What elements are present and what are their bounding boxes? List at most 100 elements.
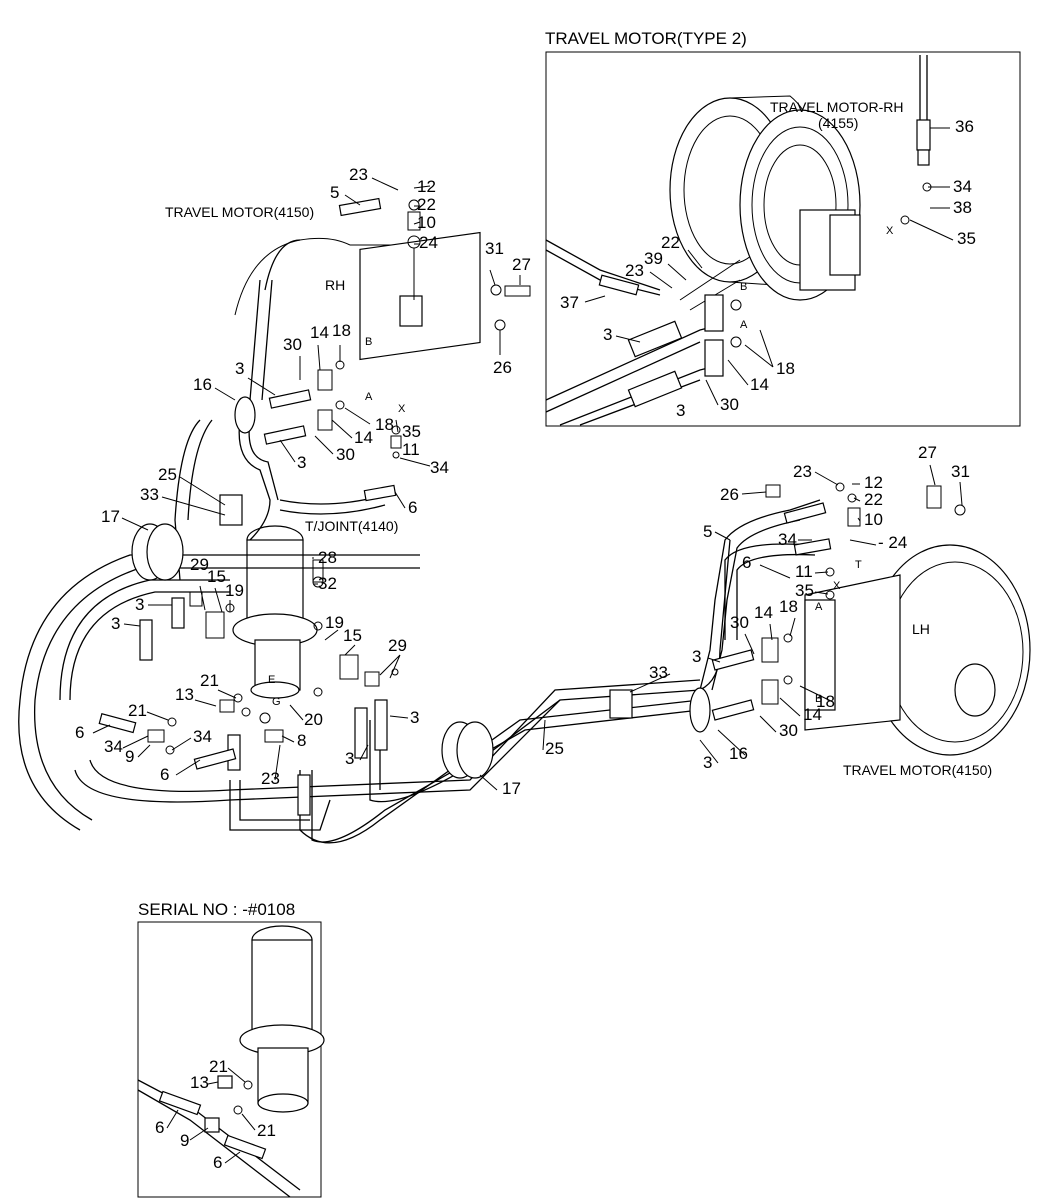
flange-14 xyxy=(704,339,724,377)
svg-text:6: 6 xyxy=(408,498,417,517)
svg-text:35: 35 xyxy=(957,229,976,248)
svg-text:18: 18 xyxy=(776,359,795,378)
svg-text:34: 34 xyxy=(953,177,972,196)
svg-text:A: A xyxy=(815,601,823,613)
svg-text:31: 31 xyxy=(951,462,970,481)
travel-motor-rh-main-caption: TRAVEL MOTOR(4150) xyxy=(165,204,314,220)
clamp-17 xyxy=(441,721,494,779)
svg-text:E: E xyxy=(268,674,275,686)
main-diagram: RH TRAVEL MOTOR(4150) LH TRAVEL MOTOR(41… xyxy=(18,165,1031,844)
svg-text:15: 15 xyxy=(343,626,362,645)
t-joint-caption: T/JOINT(4140) xyxy=(305,518,398,534)
svg-text:G: G xyxy=(272,696,281,708)
svg-text:23: 23 xyxy=(793,462,812,481)
svg-text:26: 26 xyxy=(493,358,512,377)
svg-text:35: 35 xyxy=(795,581,814,600)
svg-text:22: 22 xyxy=(661,233,680,252)
svg-text:20: 20 xyxy=(304,710,323,729)
svg-text:34: 34 xyxy=(104,737,123,756)
type2-panel-title: TRAVEL MOTOR(TYPE 2) xyxy=(545,29,747,48)
svg-text:17: 17 xyxy=(502,779,521,798)
svg-text:9: 9 xyxy=(125,747,134,766)
svg-text:34: 34 xyxy=(778,530,797,549)
hose-fittings xyxy=(98,197,832,816)
svg-text:29: 29 xyxy=(388,636,407,655)
svg-text:T: T xyxy=(855,559,862,571)
svg-text:15: 15 xyxy=(207,567,226,586)
hose-sleeve xyxy=(627,320,683,358)
svg-text:21: 21 xyxy=(128,701,147,720)
svg-text:3: 3 xyxy=(111,614,120,633)
svg-text:17: 17 xyxy=(101,507,120,526)
svg-text:X: X xyxy=(398,403,406,415)
svg-text:14: 14 xyxy=(750,375,769,394)
rh-label: RH xyxy=(325,277,345,293)
svg-text:10: 10 xyxy=(417,213,436,232)
svg-text:14: 14 xyxy=(803,705,822,724)
svg-text:26: 26 xyxy=(720,485,739,504)
svg-text:10: 10 xyxy=(864,510,883,529)
svg-text:33: 33 xyxy=(140,485,159,504)
svg-text:18: 18 xyxy=(779,597,798,616)
svg-text:16: 16 xyxy=(193,375,212,394)
svg-text:22: 22 xyxy=(417,195,436,214)
svg-text:3: 3 xyxy=(235,359,244,378)
type2-panel: TRAVEL MOTOR(TYPE 2) xyxy=(545,29,1021,427)
lh-travel-motor: LH xyxy=(804,544,1031,756)
svg-text:21: 21 xyxy=(209,1057,228,1076)
svg-text:6: 6 xyxy=(155,1118,164,1137)
svg-text:A: A xyxy=(740,319,748,331)
svg-text:30: 30 xyxy=(779,721,798,740)
lh-label: LH xyxy=(912,621,930,637)
svg-text:13: 13 xyxy=(190,1073,209,1092)
svg-text:14: 14 xyxy=(310,323,329,342)
svg-text:A: A xyxy=(365,391,373,403)
svg-text:19: 19 xyxy=(325,613,344,632)
svg-text:21: 21 xyxy=(200,671,219,690)
svg-text:14: 14 xyxy=(354,428,373,447)
svg-text:13: 13 xyxy=(175,685,194,704)
svg-text:18: 18 xyxy=(375,415,394,434)
svg-text:30: 30 xyxy=(730,613,749,632)
svg-text:3: 3 xyxy=(297,453,306,472)
svg-text:B: B xyxy=(740,281,747,293)
svg-text:6: 6 xyxy=(75,723,84,742)
svg-text:3: 3 xyxy=(345,749,354,768)
svg-text:36: 36 xyxy=(955,117,974,136)
serial-panel: SERIAL NO : -#0108 21 13 21 6 9 6 xyxy=(137,900,325,1198)
svg-text:37: 37 xyxy=(560,293,579,312)
svg-text:6: 6 xyxy=(160,765,169,784)
svg-text:25: 25 xyxy=(158,465,177,484)
svg-text:35: 35 xyxy=(402,422,421,441)
svg-text:11: 11 xyxy=(795,562,813,581)
type2-travel-motor xyxy=(669,95,861,311)
svg-text:X: X xyxy=(886,225,894,237)
svg-text:12: 12 xyxy=(864,473,883,492)
leader-lines xyxy=(92,177,963,791)
travel-motor-rh-caption: TRAVEL MOTOR-RH xyxy=(770,99,904,115)
svg-text:3: 3 xyxy=(135,595,144,614)
hose-sleeve xyxy=(627,370,683,408)
svg-text:27: 27 xyxy=(512,255,531,274)
svg-text:32: 32 xyxy=(318,574,337,593)
travel-motor-lh-caption: TRAVEL MOTOR(4150) xyxy=(843,762,992,778)
travel-motor-rh-code: (4155) xyxy=(818,115,858,131)
svg-text:34: 34 xyxy=(193,727,212,746)
svg-text:B: B xyxy=(815,693,822,705)
clamp-17 xyxy=(131,523,184,581)
svg-text:21: 21 xyxy=(257,1121,276,1140)
svg-text:X: X xyxy=(833,580,841,592)
svg-text:30: 30 xyxy=(720,395,739,414)
svg-text:5: 5 xyxy=(703,522,712,541)
svg-text:25: 25 xyxy=(545,739,564,758)
svg-text:30: 30 xyxy=(283,335,302,354)
svg-text:24: 24 xyxy=(419,233,438,252)
flange-14 xyxy=(704,294,724,332)
svg-text:38: 38 xyxy=(953,198,972,217)
svg-text:22: 22 xyxy=(864,490,883,509)
svg-text:8: 8 xyxy=(297,731,306,750)
svg-text:- 24: - 24 xyxy=(878,533,907,552)
clamp-33 xyxy=(219,494,633,719)
svg-text:31: 31 xyxy=(485,239,504,258)
